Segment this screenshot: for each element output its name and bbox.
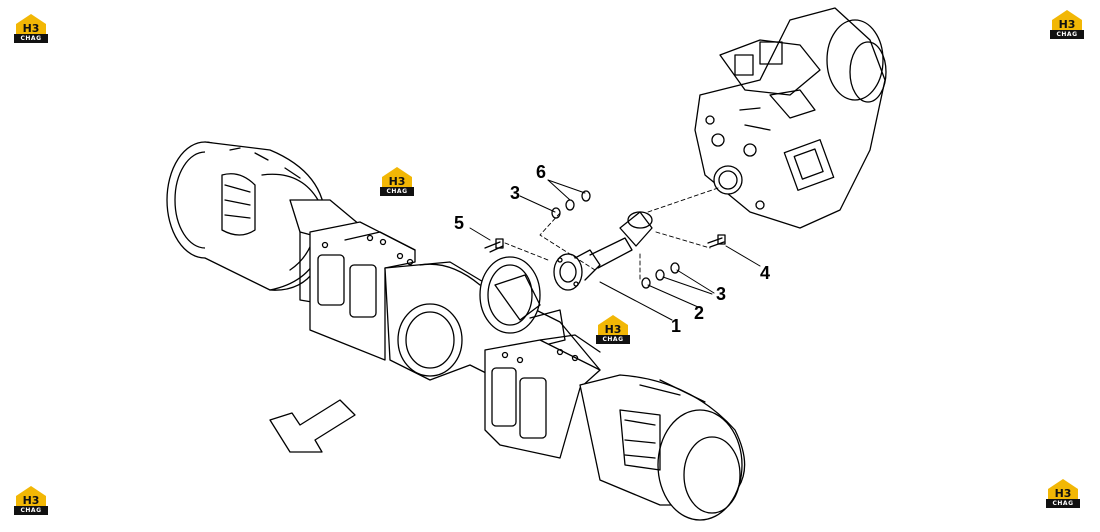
watermark-logo-icon: H3 CHAG (596, 314, 630, 346)
watermark-logo-icon: H3 CHAG (14, 485, 48, 517)
drive-shaft (553, 211, 653, 291)
watermark-logo-icon: H3 CHAG (1050, 9, 1084, 41)
callout-6: 6 (536, 162, 547, 182)
axle-housing (289, 199, 601, 459)
callout-3-right: 3 (716, 284, 727, 304)
watermark-text: CHAG (14, 34, 48, 43)
watermark-text: CHAG (1046, 499, 1080, 508)
callout-4: 4 (760, 263, 771, 283)
callout-1: 1 (671, 316, 682, 336)
assembly-guide-lines (504, 187, 719, 281)
watermark-text: CHAG (380, 187, 414, 196)
svg-text:H3: H3 (23, 494, 40, 507)
svg-text:H3: H3 (23, 22, 40, 35)
watermark-logo-icon: H3 CHAG (380, 166, 414, 198)
svg-text:H3: H3 (1059, 18, 1076, 31)
leader-lines (469, 179, 761, 321)
svg-text:H3: H3 (605, 323, 622, 336)
watermark-text: CHAG (14, 506, 48, 515)
right-wheel-hub (579, 374, 746, 521)
transmission-housing (694, 7, 887, 229)
callout-2: 2 (694, 303, 705, 323)
watermark-logo-icon: H3 CHAG (1046, 478, 1080, 510)
callout-5: 5 (454, 213, 465, 233)
direction-arrow-icon (269, 399, 356, 453)
svg-text:H3: H3 (389, 175, 406, 188)
fasteners (484, 190, 726, 289)
svg-text:H3: H3 (1055, 487, 1072, 500)
callout-3-left: 3 (510, 183, 521, 203)
watermark-text: CHAG (596, 335, 630, 344)
watermark-text: CHAG (1050, 30, 1084, 39)
watermark-logo-icon: H3 CHAG (14, 13, 48, 45)
left-wheel-hub (166, 141, 327, 291)
